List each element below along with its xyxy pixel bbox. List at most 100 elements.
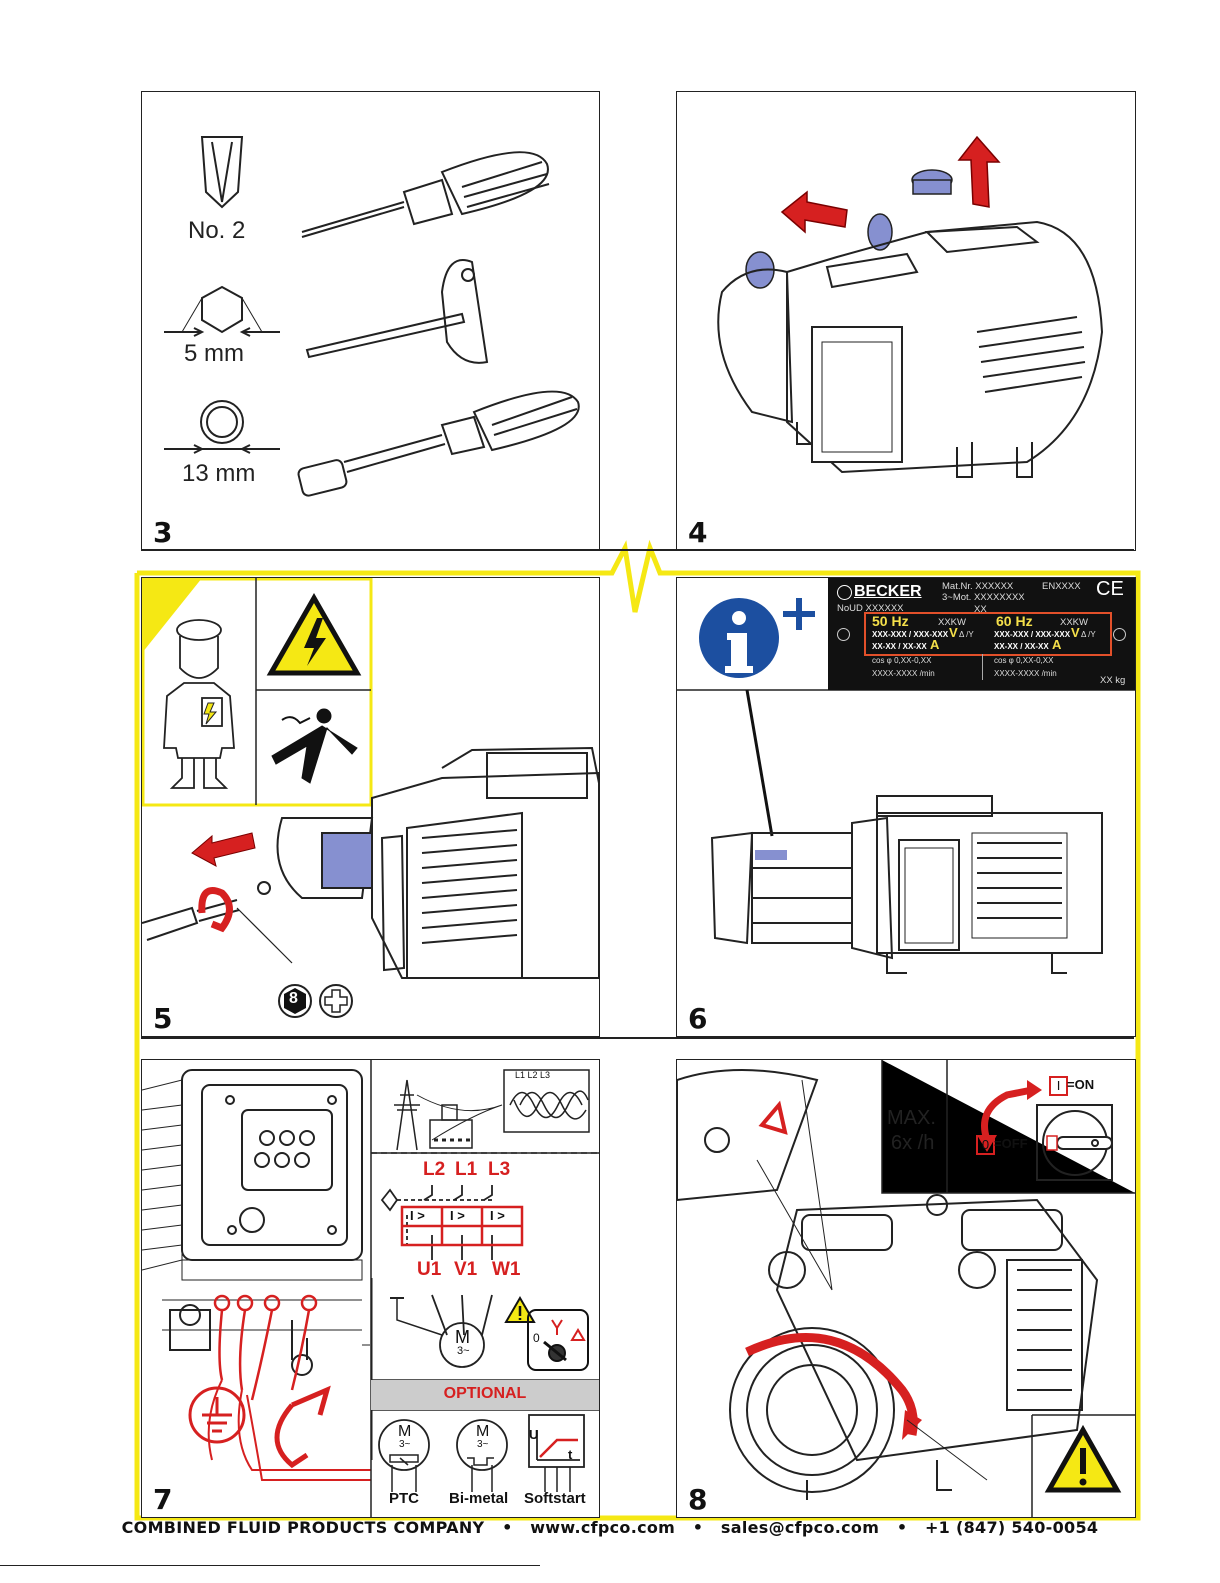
mat-nr: Mat.Nr. XXXXXX <box>942 581 1014 592</box>
kw-50: XXKW <box>938 617 966 628</box>
safety-and-screw-illustration <box>142 578 599 1018</box>
info-plus-icon <box>699 598 815 678</box>
row-divider <box>141 549 1134 551</box>
ptc-m-label: M <box>398 1423 412 1440</box>
opt-label-softstart: Softstart <box>524 1490 586 1507</box>
left-hole-icon <box>837 628 850 641</box>
phases-label: L1 L2 L3 <box>515 1070 551 1080</box>
pump-rotation-illustration <box>677 1060 1135 1517</box>
high-voltage-warning-icon <box>266 592 362 676</box>
phillips-head-icon <box>324 989 348 1013</box>
off-text: =OFF <box>994 1136 1028 1151</box>
delta-y-60: Δ /Y <box>1081 630 1096 639</box>
label-bottom-1: U1 <box>417 1259 442 1280</box>
star-delta-switch-icon <box>527 1309 589 1371</box>
frequency-box <box>864 612 1112 656</box>
panel-number: 7 <box>153 1483 173 1516</box>
red-rotation-direction-icon <box>745 1333 918 1436</box>
tools-illustration <box>164 136 580 497</box>
bottom-rule <box>0 1565 540 1566</box>
delta-y-50: Δ /Y <box>959 630 974 639</box>
motor-m-label: M <box>455 1327 470 1347</box>
panel-3-tools: No. 2 5 mm 13 mm 3 <box>141 91 600 551</box>
ptc-3-label: 3~ <box>399 1439 411 1450</box>
label-top-1: L2 <box>423 1159 446 1180</box>
phillips-screwdriver-icon <box>301 151 550 238</box>
tool-label-5mm: 5 mm <box>184 340 244 367</box>
volt-60: XXX-XXX / XXX-XXX <box>994 630 1071 639</box>
row-divider <box>141 1037 1134 1039</box>
max-starts-line2: 6x /h <box>891 1132 935 1154</box>
right-hole-icon <box>1113 628 1126 641</box>
panel-8-start: MAX. 6x /h I =ON 0 =OFF 8 <box>676 1059 1136 1518</box>
tool-label-no2: No. 2 <box>188 217 246 244</box>
general-warning-icon <box>1044 1424 1122 1493</box>
panel-number: 6 <box>688 1002 708 1035</box>
socket-wrench-icon <box>164 400 280 454</box>
screw-size-badge: 8 <box>289 990 298 1007</box>
red-arrow-up-icon <box>957 135 1001 208</box>
v-unit-60: V <box>1071 625 1080 640</box>
warning-triangle-icon <box>504 1296 536 1323</box>
hex-key-icon <box>164 285 280 337</box>
hz-60: 60 Hz <box>996 613 1033 629</box>
motor-nr: 3~Mot. XXXXXXXX <box>942 592 1025 603</box>
cos-60: cos φ 0,XX-0,XX <box>994 656 1054 665</box>
bimetal-motor-icon <box>456 1419 508 1471</box>
separator: • <box>692 1518 704 1537</box>
nut-driver-icon <box>297 390 580 497</box>
phillips-bit-icon <box>200 136 244 209</box>
overload-label-1: I > <box>410 1208 425 1223</box>
footer-contact: COMBINED FLUID PRODUCTS COMPANY • www.cf… <box>0 1518 1220 1537</box>
tool-label-13mm: 13 mm <box>182 460 256 487</box>
label-top-2: L1 <box>455 1159 478 1180</box>
overload-label-2: I > <box>450 1208 465 1223</box>
company-name: COMBINED FLUID PRODUCTS COMPANY <box>121 1518 485 1537</box>
electrician-figure-icon <box>163 619 235 789</box>
a-unit-60: A <box>1052 637 1062 652</box>
email-link[interactable]: sales@cfpco.com <box>720 1518 880 1537</box>
panel-7-wiring: L1 L2 L3 L2 L1 L3 I > I > I > U1 V1 W1 M… <box>141 1059 600 1518</box>
label-bottom-3: W1 <box>492 1259 521 1280</box>
red-arrow-left-icon <box>780 190 848 234</box>
panel-5-remove-screw: 8 5 <box>141 577 600 1037</box>
rpm-60: XXXX-XXXX /min <box>994 669 1057 678</box>
softstart-u-label: U <box>529 1427 539 1442</box>
panel-4-remove-caps: 4 <box>676 91 1136 551</box>
separator: • <box>502 1518 513 1537</box>
becker-nameplate: BECKER Mat.Nr. XXXXXX ENXXXX CE 3~Mot. X… <box>828 578 1135 690</box>
hz-50: 50 Hz <box>872 613 909 629</box>
terminal-box-illustration <box>142 1060 599 1517</box>
max-starts-line1: MAX. <box>887 1107 936 1129</box>
amp-60: XX-XX / XX-XX <box>994 642 1049 651</box>
main-switch-icon <box>1036 1104 1113 1181</box>
pump-caps-illustration <box>717 135 1104 478</box>
weight: XX kg <box>1100 675 1126 686</box>
a-unit-50: A <box>930 637 940 652</box>
softstart-icon <box>528 1414 585 1492</box>
softstart-t-label: t <box>568 1447 573 1462</box>
sine-wave-icon <box>503 1069 590 1133</box>
panel-6-nameplate: BECKER Mat.Nr. XXXXXX ENXXXX CE 3~Mot. X… <box>676 577 1136 1037</box>
website-link[interactable]: www.cfpco.com <box>530 1518 676 1537</box>
panel-number: 5 <box>153 1002 173 1035</box>
motor-3-label: 3~ <box>457 1345 470 1357</box>
red-rotation-arrow-icon <box>198 887 233 933</box>
logo-circle-icon <box>837 585 852 600</box>
panel-number: 8 <box>688 1483 708 1516</box>
rpm-50: XXXX-XXXX /min <box>872 669 935 678</box>
red-tighten-arrow-icon <box>274 1385 331 1469</box>
on-text: =ON <box>1067 1077 1095 1092</box>
volt-50: XXX-XXX / XXX-XXX <box>872 630 949 639</box>
on-key: I <box>1049 1076 1068 1096</box>
opt-label-bimetal: Bi-metal <box>449 1490 509 1507</box>
opt-label-ptc: PTC <box>389 1490 419 1507</box>
motor-side-view <box>710 795 1103 974</box>
v-unit-50: V <box>949 625 958 640</box>
red-switch-arrow-icon <box>981 1086 1033 1142</box>
t-handle-hex-key-icon <box>305 259 489 364</box>
kw-60: XXKW <box>1060 617 1088 628</box>
panel-number: 4 <box>688 516 708 549</box>
earth-ground-icon <box>188 1386 246 1444</box>
noud-nr: NoUD XXXXXX <box>837 603 904 614</box>
